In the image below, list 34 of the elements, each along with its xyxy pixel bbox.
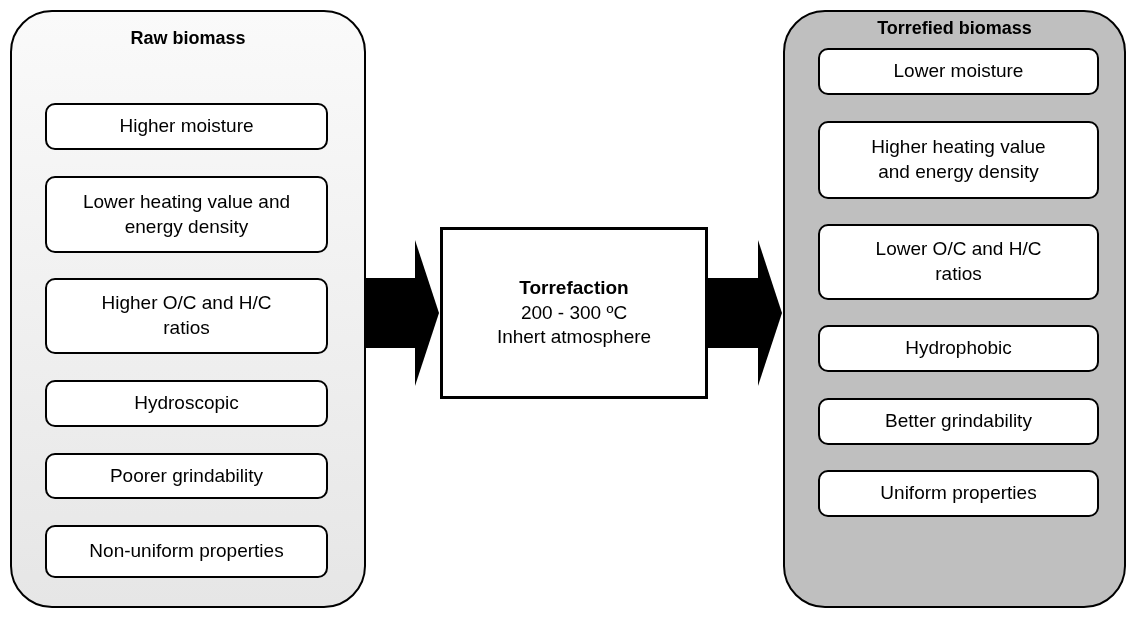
property-box: [818, 121, 1099, 199]
process-detail: Inhert atmosphere: [496, 325, 652, 350]
process-detail: 200 - 300 ºC: [520, 300, 628, 325]
property-box: [818, 48, 1099, 95]
property-text: Hydrophobic: [905, 336, 1012, 361]
property-text: Uniform properties: [880, 481, 1037, 506]
property-box: [45, 380, 328, 427]
process-box: [440, 227, 708, 399]
property-text: Higher heating value and energy density: [870, 135, 1047, 184]
property-text: Higher O/C and H/C ratios: [100, 291, 273, 340]
property-text: Non-uniform properties: [89, 539, 284, 564]
group-panel: [783, 10, 1126, 608]
property-box: [45, 176, 328, 253]
property-box: [45, 103, 328, 150]
block-arrow: [708, 240, 782, 386]
property-box: [818, 398, 1099, 445]
property-text: Lower heating value and energy density: [81, 189, 291, 239]
property-text: Better grindability: [885, 409, 1032, 434]
property-box: [818, 470, 1099, 517]
panel-title: Torrefied biomass: [877, 18, 1032, 39]
property-box: [818, 224, 1099, 300]
property-text: Higher moisture: [119, 114, 254, 139]
property-text: Hydroscopic: [134, 391, 239, 416]
process-title: Torrefaction: [519, 275, 629, 300]
property-text: Lower moisture: [893, 59, 1024, 84]
property-box: [818, 325, 1099, 372]
group-panel: [10, 10, 366, 608]
property-text: Lower O/C and H/C ratios: [874, 237, 1043, 286]
property-box: [45, 278, 328, 354]
property-text: Poorer grindability: [109, 463, 264, 488]
property-box: [45, 453, 328, 499]
block-arrow: [366, 240, 439, 386]
panel-title: Raw biomass: [130, 28, 246, 49]
property-box: [45, 525, 328, 578]
